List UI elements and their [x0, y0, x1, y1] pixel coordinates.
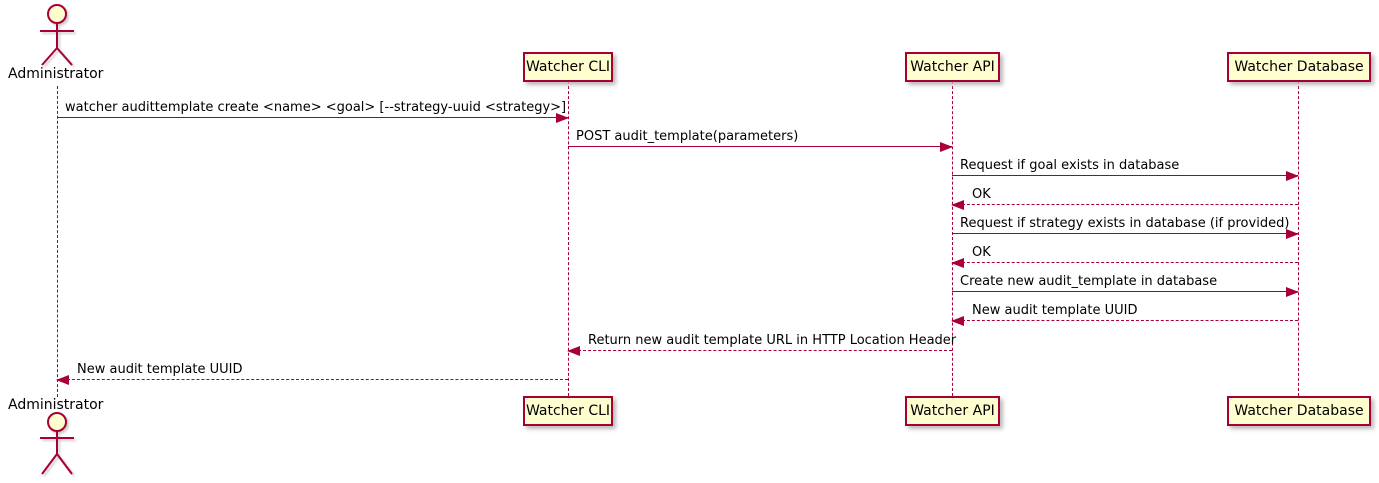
message-label: watcher audittemplate create <name> <goa…: [65, 100, 567, 115]
message-label: Return new audit template URL in HTTP Lo…: [588, 333, 957, 348]
arrowhead-left-icon: [56, 375, 69, 385]
message-ok-strategy: OK: [951, 245, 1298, 268]
arrowhead-right-icon: [1286, 229, 1299, 239]
arrowhead-left-icon: [951, 200, 964, 210]
message-label: New audit template UUID: [77, 362, 243, 377]
message-label: Request if goal exists in database: [960, 158, 1180, 173]
actor-label-bottom: Administrator: [8, 397, 104, 413]
participant-watcher-api-top: Watcher API: [905, 52, 1000, 82]
arrowhead-left-icon: [951, 316, 964, 326]
message-label: OK: [972, 187, 991, 202]
message-label: Create new audit_template in database: [960, 274, 1218, 289]
actor-icon-bottom: [40, 412, 74, 475]
participant-watcher-api-bottom: Watcher API: [905, 396, 1000, 426]
lifeline-watcher-api: [952, 81, 953, 396]
actor-icon-top: [40, 4, 74, 66]
message-label: OK: [972, 245, 991, 260]
participant-watcher-cli-bottom: Watcher CLI: [523, 396, 613, 426]
message-create-audittemplate: watcher audittemplate create <name> <goa…: [57, 100, 569, 123]
participant-watcher-cli-top: Watcher CLI: [523, 52, 613, 82]
message-request-strategy-exists: Request if strategy exists in database (…: [952, 216, 1299, 239]
arrowhead-right-icon: [556, 113, 569, 123]
arrowhead-right-icon: [1286, 171, 1299, 181]
arrowhead-right-icon: [1286, 287, 1299, 297]
lifeline-watcher-cli: [568, 81, 569, 396]
arrowhead-left-icon: [567, 346, 580, 356]
participant-watcher-database-bottom: Watcher Database: [1227, 396, 1371, 426]
message-create-audit-template-db: Create new audit_template in database: [952, 274, 1299, 297]
message-new-audit-template-uuid-cli: New audit template UUID: [56, 362, 568, 385]
message-label: New audit template UUID: [972, 303, 1138, 318]
message-return-url-location-header: Return new audit template URL in HTTP Lo…: [567, 333, 957, 356]
lifeline-administrator: [57, 86, 58, 397]
participant-watcher-database-top: Watcher Database: [1227, 52, 1371, 82]
message-label: Request if strategy exists in database (…: [960, 216, 1290, 231]
message-label: POST audit_template(parameters): [576, 129, 799, 144]
arrowhead-right-icon: [940, 142, 953, 152]
message-post-audit-template: POST audit_template(parameters): [568, 129, 953, 152]
actor-label-top: Administrator: [8, 66, 104, 82]
message-request-goal-exists: Request if goal exists in database: [952, 158, 1299, 181]
arrowhead-left-icon: [951, 258, 964, 268]
message-ok-goal: OK: [951, 187, 1298, 210]
message-new-audit-template-uuid-db: New audit template UUID: [951, 303, 1298, 326]
